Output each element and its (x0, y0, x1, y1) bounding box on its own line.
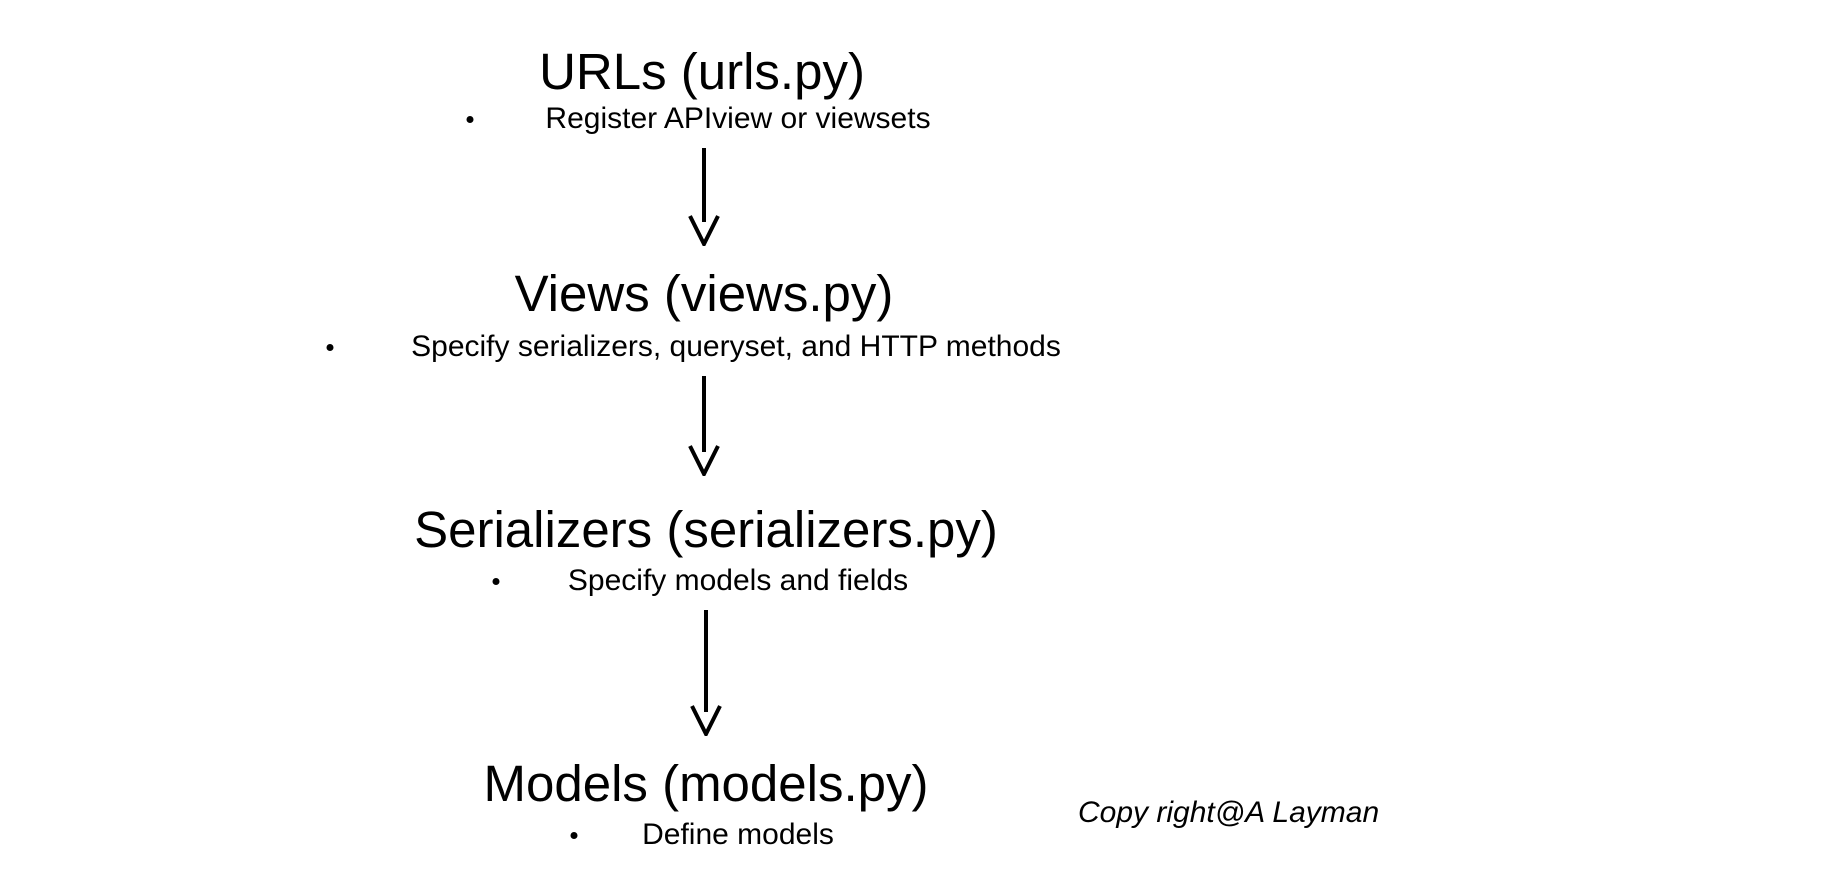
arrow-serializers-to-models (686, 610, 726, 736)
stage-views-bullet-text: Specify serializers, queryset, and HTTP … (411, 330, 1061, 363)
bullet-dot-icon (466, 116, 474, 123)
bullet-dot-icon (492, 578, 500, 585)
stage-serializers-title: Serializers (serializers.py) (414, 501, 998, 558)
stage-views-title: Views (views.py) (514, 265, 894, 322)
stage-models-title: Models (models.py) (483, 755, 929, 812)
bullet-dot-icon (570, 832, 578, 839)
arrow-urls-to-views (684, 148, 724, 246)
stage-models-bullet-text: Define models (642, 818, 834, 851)
arrow-views-to-serializers (684, 376, 724, 476)
stage-urls-title: URLs (urls.py) (539, 43, 865, 100)
stage-serializers-bullet-text: Specify models and fields (567, 564, 909, 597)
stage-urls-bullet-text: Register APIview or viewsets (545, 102, 931, 135)
bullet-dot-icon (326, 344, 334, 351)
copyright-note: Copy right@A Layman (1078, 796, 1380, 829)
